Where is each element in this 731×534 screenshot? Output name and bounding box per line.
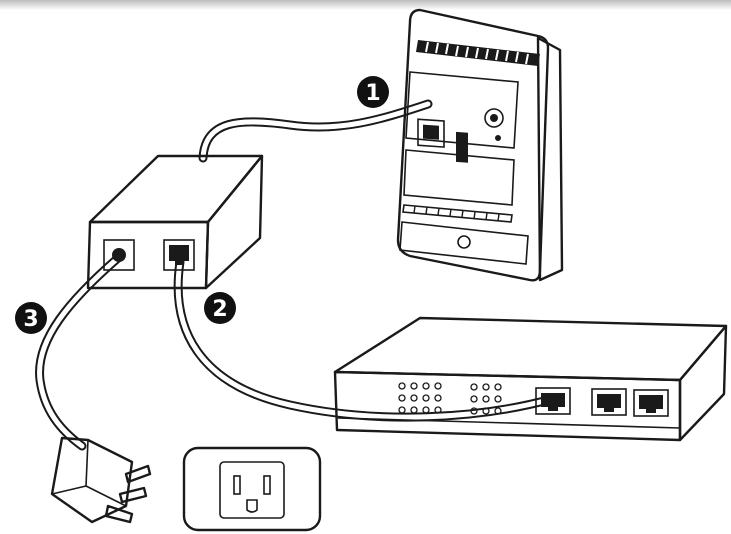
top-edge-shade bbox=[0, 0, 731, 10]
ap-vent-slots bbox=[416, 40, 540, 66]
ap-antenna-connector bbox=[484, 108, 504, 128]
switch-led-grid bbox=[398, 382, 502, 415]
cable-power-to-plug bbox=[35, 253, 123, 451]
outlet-slot-right bbox=[263, 475, 271, 495]
ap-led bbox=[457, 235, 471, 249]
outlet-ground-hole bbox=[246, 499, 258, 513]
step-badge-label: 1 bbox=[365, 81, 380, 106]
switch-port-2 bbox=[591, 388, 627, 416]
wall-mount-access-point-icon bbox=[396, 8, 564, 282]
ap-ethernet-port bbox=[417, 118, 445, 148]
step-badge-2: 2 bbox=[204, 292, 236, 324]
switch-port-1 bbox=[535, 387, 571, 415]
step-badge-3: 3 bbox=[15, 302, 47, 334]
network-switch-icon bbox=[333, 316, 728, 442]
step-badge-1: 1 bbox=[357, 76, 389, 108]
outlet-slot-left bbox=[233, 475, 241, 495]
ap-terminal-block bbox=[456, 104, 468, 163]
power-plug-icon bbox=[50, 436, 152, 524]
cable-injector-to-switch bbox=[173, 257, 553, 422]
switch-port-3 bbox=[633, 389, 669, 417]
injector-power-port bbox=[103, 239, 135, 271]
wall-outlet-icon bbox=[182, 446, 322, 532]
injector-data-port bbox=[163, 239, 195, 271]
poe-injector-icon bbox=[86, 154, 264, 290]
step-badge-label: 2 bbox=[212, 297, 227, 322]
step-badge-label: 3 bbox=[23, 307, 38, 332]
cable-injector-to-ap bbox=[198, 99, 433, 163]
